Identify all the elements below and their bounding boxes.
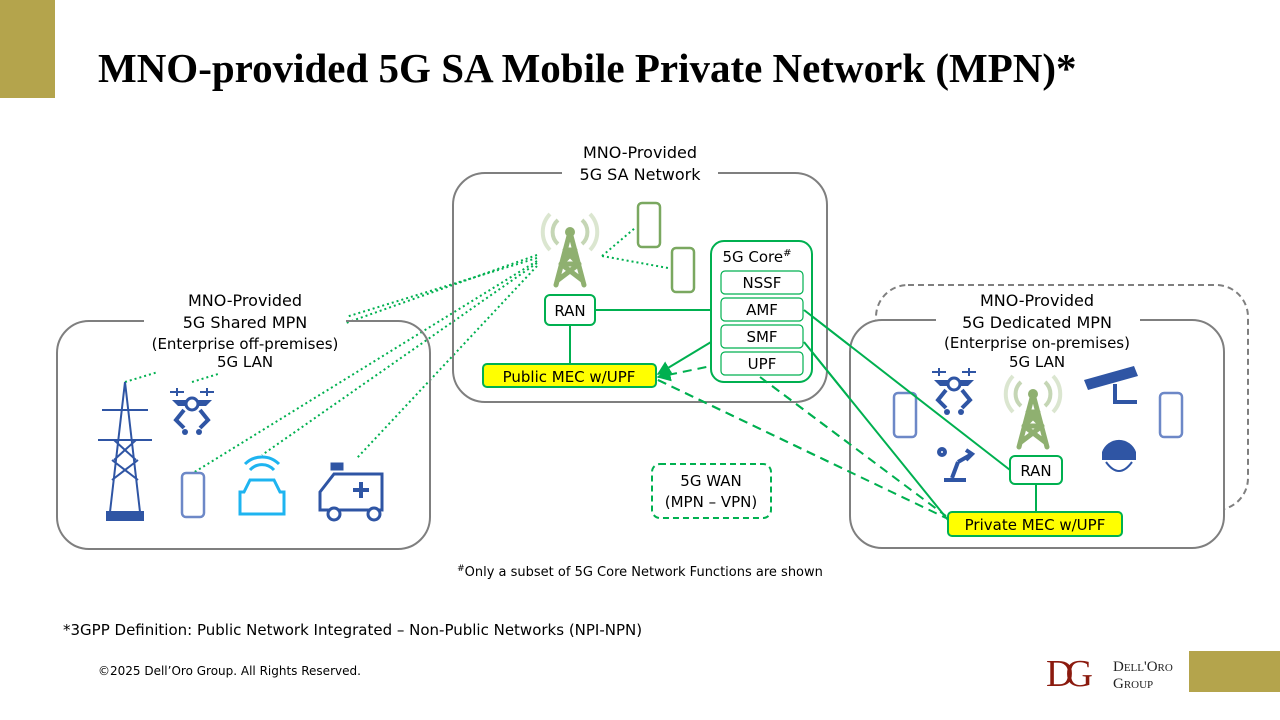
ran-box (544, 294, 596, 326)
phone-icon (1158, 391, 1184, 439)
security-camera-icon (1084, 366, 1138, 404)
ran-label: RAN (554, 302, 585, 320)
5g-wan-group: 5G WAN (MPN – VPN) (651, 463, 772, 519)
nssf-label: NSSF (743, 274, 782, 292)
shared-mpn-label-2: 5G Shared MPN (183, 313, 308, 332)
upf-label: UPF (748, 355, 777, 373)
5g-wan-box (651, 463, 772, 519)
page-title: MNO-provided 5G SA Mobile Private Networ… (98, 45, 1077, 91)
dedicated-mpn-label-1: MNO-Provided (980, 291, 1094, 310)
public-mec-box (482, 363, 657, 388)
shared-mpn-label-3: (Enterprise off-premises) (152, 335, 339, 353)
sa-network-label-1: MNO-Provided (583, 143, 697, 162)
logo-mark: DG (1046, 655, 1092, 691)
shared-mpn-label-1: MNO-Provided (188, 291, 302, 310)
logo-line-2: Group (1113, 676, 1153, 691)
dellorogroup-logo: DG Dell'Oro Group (1046, 653, 1186, 695)
private-ran-label: RAN (1020, 462, 1051, 480)
copyright: ©2025 Dell’Oro Group. All Rights Reserve… (98, 664, 361, 678)
sa-network-group: MNO-Provided 5G SA Network RAN Public ME… (452, 143, 828, 403)
vr-headset-icon (1102, 439, 1136, 472)
sa-network-label-2: 5G SA Network (580, 165, 702, 184)
ambulance-icon (318, 462, 384, 522)
amf-box (720, 297, 804, 322)
gold-accent-bar (0, 0, 55, 98)
5g-wan-label-2: (MPN – VPN) (665, 493, 757, 511)
dedicated-mpn-group: MNO-Provided 5G Dedicated MPN (Enterpris… (657, 284, 1249, 549)
cell-tower-icon (543, 214, 597, 285)
logo-line-1: Dell'Oro (1113, 659, 1173, 675)
5g-core-title: 5G Core# (722, 248, 791, 266)
dedicated-mpn-label-2: 5G Dedicated MPN (962, 313, 1112, 332)
smf-box (720, 324, 804, 349)
phone-icon (892, 391, 918, 439)
phone-icon (180, 471, 206, 519)
core-footnote: #Only a subset of 5G Core Network Functi… (457, 564, 823, 580)
drone-icon (168, 386, 216, 437)
gold-accent-bar (1189, 651, 1280, 692)
amf-label: AMF (746, 301, 778, 319)
dedicated-mpn-label-4: 5G LAN (1009, 353, 1065, 371)
phone-icon (670, 246, 696, 294)
phone-icon (636, 201, 662, 249)
connected-car-icon (238, 455, 286, 516)
public-mec-label: Public MEC w/UPF (503, 368, 636, 386)
robot-arm-icon (937, 447, 976, 482)
shared-mpn-label-4: 5G LAN (217, 353, 273, 371)
shared-mpn-group: MNO-Provided 5G Shared MPN (Enterprise o… (56, 291, 431, 550)
upf-box (720, 351, 804, 376)
smf-label: SMF (746, 328, 777, 346)
npi-npn-definition: *3GPP Definition: Public Network Integra… (63, 621, 643, 639)
private-mec-label: Private MEC w/UPF (965, 516, 1106, 534)
5g-wan-label-1: 5G WAN (680, 472, 741, 490)
nssf-box (720, 270, 804, 295)
dedicated-mpn-label-3: (Enterprise on-premises) (944, 334, 1130, 352)
power-pylon-icon (98, 381, 152, 521)
